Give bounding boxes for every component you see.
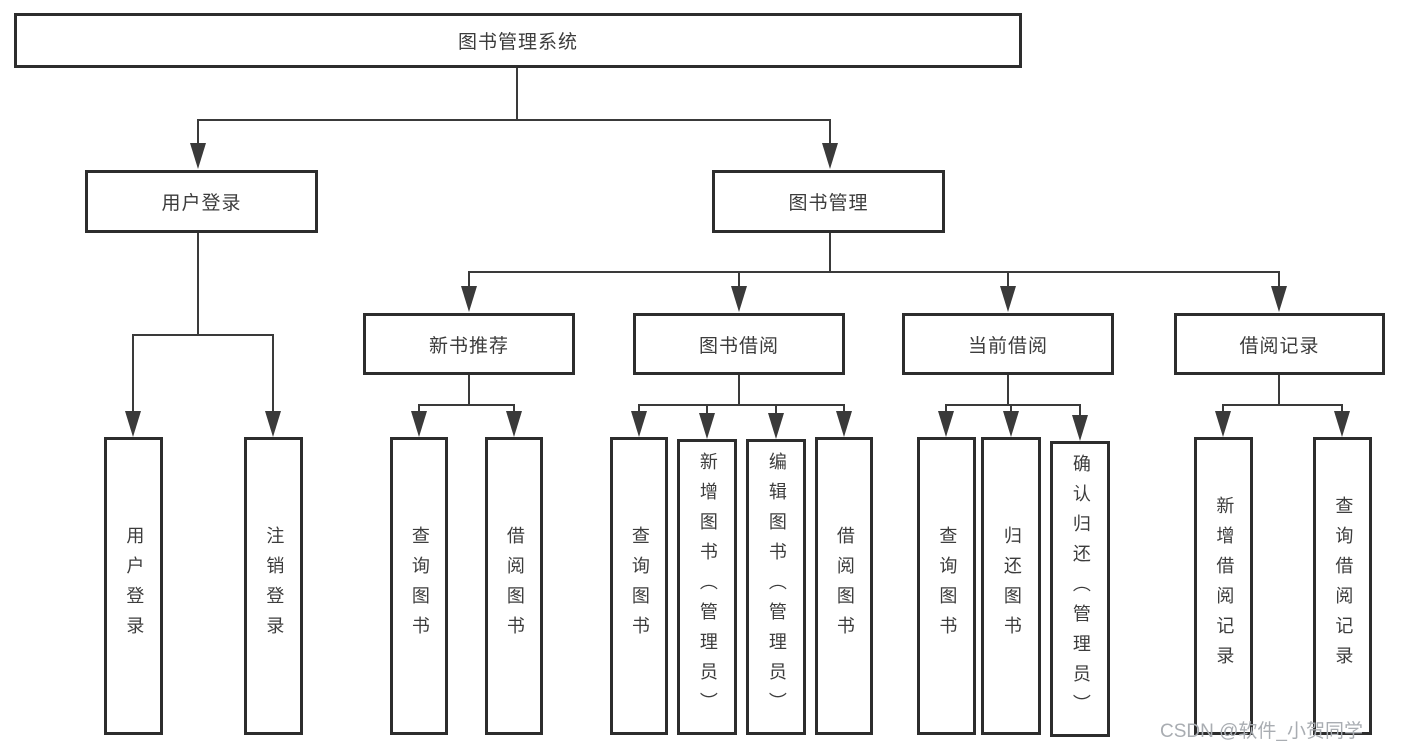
arrowhead-c1	[631, 411, 647, 437]
node-label: 图书管理	[788, 193, 869, 214]
leaf-user-login: 用户登录	[104, 437, 163, 735]
leaf-borrow-books-borrowing: 借阅图书	[815, 437, 873, 735]
node-book-borrowing: 图书借阅	[633, 313, 845, 375]
connector-level2-branch	[197, 119, 831, 121]
arrowhead-d1	[938, 411, 954, 437]
connector-arrow-c1	[638, 404, 640, 416]
connector-arrow-d1	[945, 404, 947, 416]
arrowhead-c4	[836, 411, 852, 437]
node-label: 当前借阅	[967, 335, 1048, 357]
arrowhead-c2	[699, 413, 715, 439]
node-label: 查询借阅记录	[1333, 496, 1354, 676]
arrowhead-book-management	[822, 143, 838, 169]
connector-arrow-e1	[1222, 404, 1224, 416]
connector-arrow-user-login	[197, 119, 199, 147]
connector-arrow-book-borrowing	[738, 271, 740, 291]
leaf-query-books-current: 查询图书	[917, 437, 976, 735]
connector-arrow-leaf-logout	[272, 334, 274, 419]
node-label: 图书借阅	[698, 335, 779, 357]
connector-root-stem	[516, 68, 518, 121]
leaf-add-borrow-record: 新增借阅记录	[1194, 437, 1253, 735]
node-new-book-recommendation: 新书推荐	[363, 313, 575, 375]
node-label: 用户登录	[124, 526, 145, 646]
arrowhead-d2	[1003, 411, 1019, 437]
connector-arrow-current-borrowing	[1007, 271, 1009, 291]
connector-level3-branch	[468, 271, 1280, 273]
connector-new-book-stem	[468, 375, 470, 406]
node-label: 查询图书	[937, 526, 958, 646]
leaf-logout: 注销登录	[244, 437, 303, 735]
node-label: 新增借阅记录	[1214, 496, 1235, 676]
connector-user-login-stem	[197, 233, 199, 336]
node-label: 用户登录	[161, 193, 242, 214]
leaf-query-books-borrowing: 查询图书	[610, 437, 668, 735]
arrowhead-e2	[1334, 411, 1350, 437]
arrowhead-leaf-logout	[265, 411, 281, 437]
node-label: 归还图书	[1001, 526, 1022, 646]
leaf-edit-book-admin: 编辑图书（管理员）	[746, 439, 806, 735]
connector-arrow-c2	[706, 404, 708, 416]
connector-arrow-leaf-user-login	[132, 334, 134, 419]
leaf-query-borrow-record: 查询借阅记录	[1313, 437, 1372, 735]
connector-arrow-e2	[1341, 404, 1343, 416]
connector-arrow-d3	[1079, 404, 1081, 418]
node-root: 图书管理系统	[14, 13, 1022, 68]
connector-arrow-new-book	[468, 271, 470, 291]
node-label: 借阅记录	[1239, 335, 1320, 357]
connector-arrow-b1	[418, 404, 420, 416]
node-label: 查询图书	[409, 526, 430, 646]
node-label: 注销登录	[264, 526, 285, 646]
arrowhead-book-borrowing	[731, 286, 747, 312]
node-label: 图书管理系统	[457, 32, 578, 53]
connector-current-borrowing-branch	[945, 404, 1081, 406]
leaf-return-books: 归还图书	[981, 437, 1041, 735]
connector-arrow-c3	[775, 404, 777, 416]
node-label: 编辑图书（管理员）	[766, 452, 787, 722]
node-user-login: 用户登录	[85, 170, 318, 233]
node-label: 借阅图书	[834, 526, 855, 646]
node-label: 查询图书	[629, 526, 650, 646]
arrowhead-borrowing-records	[1271, 286, 1287, 312]
node-current-borrowing: 当前借阅	[902, 313, 1114, 375]
connector-arrow-b2	[513, 404, 515, 416]
connector-current-borrowing-stem	[1007, 375, 1009, 406]
arrowhead-new-book	[461, 286, 477, 312]
connector-book-borrowing-stem	[738, 375, 740, 406]
arrowhead-b1	[411, 411, 427, 437]
connector-arrow-d2	[1010, 404, 1012, 416]
arrowhead-e1	[1215, 411, 1231, 437]
node-label: 借阅图书	[504, 526, 525, 646]
leaf-add-book-admin: 新增图书（管理员）	[677, 439, 737, 735]
node-label: 新增图书（管理员）	[697, 452, 718, 722]
leaf-borrow-books-recommend: 借阅图书	[485, 437, 543, 735]
arrowhead-d3	[1072, 415, 1088, 441]
connector-arrow-book-management	[829, 119, 831, 147]
connector-borrowing-records-stem	[1278, 375, 1280, 406]
connector-arrow-c4	[843, 404, 845, 416]
arrowhead-leaf-user-login	[125, 411, 141, 437]
arrowhead-c3	[768, 413, 784, 439]
node-label: 新书推荐	[428, 335, 509, 357]
connector-arrow-borrowing-records	[1278, 271, 1280, 291]
node-label: 确认归还（管理员）	[1070, 454, 1091, 724]
connector-borrowing-records-branch	[1222, 404, 1343, 406]
connector-book-management-stem	[829, 233, 831, 273]
node-borrowing-records: 借阅记录	[1174, 313, 1385, 375]
csdn-watermark: CSDN @软件_小贺同学	[1160, 721, 1363, 742]
connector-user-login-branch	[132, 334, 274, 336]
connector-new-book-branch	[418, 404, 515, 406]
arrowhead-b2	[506, 411, 522, 437]
arrowhead-current-borrowing	[1000, 286, 1016, 312]
arrowhead-user-login	[190, 143, 206, 169]
leaf-confirm-return-admin: 确认归还（管理员）	[1050, 441, 1110, 737]
connector-book-borrowing-branch	[638, 404, 845, 406]
node-book-management: 图书管理	[712, 170, 945, 233]
leaf-query-books-recommend: 查询图书	[390, 437, 448, 735]
